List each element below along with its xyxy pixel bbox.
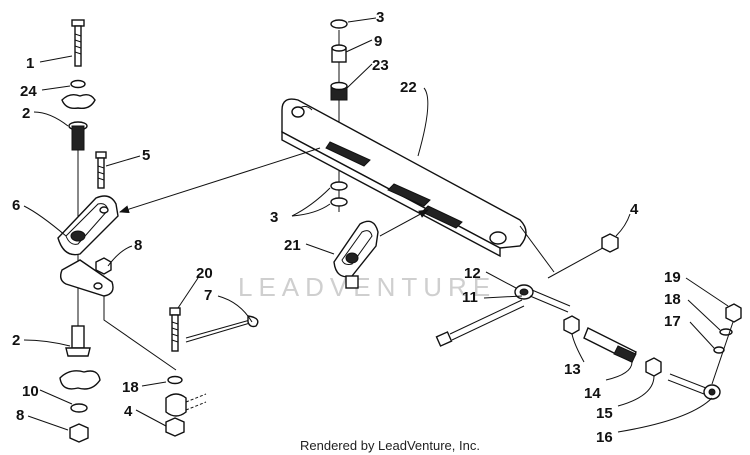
callout-9[interactable]: 9 [374, 33, 382, 50]
bolt-part-1[interactable] [71, 19, 85, 67]
spacer-part-9[interactable] [331, 44, 347, 63]
callout-6[interactable]: 6 [12, 197, 20, 214]
rubber-pad-top[interactable] [61, 93, 96, 110]
callout-3-lower[interactable]: 3 [270, 209, 278, 226]
mount-bracket-part-6[interactable] [57, 195, 119, 256]
leader-lines [23, 17, 729, 433]
adjuster-sleeve-part-14[interactable] [583, 327, 637, 363]
callout-3-top[interactable]: 3 [376, 9, 384, 26]
callout-14[interactable]: 14 [584, 385, 601, 402]
nut-part-8-lower[interactable] [69, 423, 89, 443]
rubber-pad-bottom[interactable] [59, 370, 101, 390]
callout-10[interactable]: 10 [22, 383, 39, 400]
jam-nut-part-13[interactable] [563, 315, 580, 335]
bolt-part-5[interactable] [95, 151, 107, 189]
callout-8-upper[interactable]: 8 [134, 237, 142, 254]
rail-assembly [119, 19, 527, 289]
callout-19[interactable]: 19 [664, 269, 681, 286]
callout-8-lower[interactable]: 8 [16, 407, 24, 424]
rod-end-part-12[interactable] [514, 284, 571, 313]
center-left-hardware [103, 296, 259, 437]
callout-24[interactable]: 24 [20, 83, 37, 100]
callout-7[interactable]: 7 [204, 287, 212, 304]
callout-13[interactable]: 13 [564, 361, 581, 378]
jam-nut-part-15[interactable] [645, 357, 662, 377]
bushing-part-2-bottom[interactable] [65, 325, 91, 357]
mount-bracket-part-21[interactable] [333, 220, 379, 289]
bracket-plate[interactable] [59, 259, 114, 297]
watermark-text: LEADVENTURE [238, 272, 496, 302]
callout-4-left[interactable]: 4 [124, 403, 133, 420]
callout-15[interactable]: 15 [596, 405, 613, 422]
callout-11[interactable]: 11 [462, 289, 478, 306]
callout-4-right[interactable]: 4 [630, 201, 639, 218]
nut-part-8-upper[interactable] [95, 257, 112, 275]
nut-part-19[interactable] [725, 303, 742, 323]
callout-2-bottom[interactable]: 2 [12, 332, 20, 349]
washer-part-24[interactable] [70, 79, 86, 89]
callout-22[interactable]: 22 [400, 79, 417, 96]
callout-16[interactable]: 16 [596, 429, 613, 446]
callout-5[interactable]: 5 [142, 147, 150, 164]
callout-2-top[interactable]: 2 [22, 105, 30, 122]
callout-18-left[interactable]: 18 [122, 379, 139, 396]
spacer-part-23[interactable] [330, 81, 348, 101]
bushing-part-2-top[interactable] [68, 121, 88, 151]
callout-20[interactable]: 20 [196, 265, 213, 282]
bolt-part-11[interactable] [435, 299, 525, 347]
slide-rail-part-22[interactable] [281, 98, 527, 258]
callout-21[interactable]: 21 [284, 237, 301, 254]
rod-end-part-16[interactable] [667, 373, 721, 400]
washer-part-10[interactable] [70, 403, 88, 413]
callout-18-right[interactable]: 18 [664, 291, 681, 308]
nut-part-4-right[interactable] [601, 233, 619, 253]
callout-1[interactable]: 1 [26, 55, 34, 72]
callout-labels: 1 24 2 5 6 8 2 10 8 20 7 18 4 3 9 23 22 … [12, 9, 681, 446]
bolt-part-20[interactable] [169, 307, 181, 352]
washer-part-18-left[interactable] [167, 375, 183, 385]
nut-part-4-left[interactable] [165, 417, 185, 437]
left-mount-assembly [57, 19, 119, 443]
footer-credit: Rendered by LeadVenture, Inc. [300, 438, 480, 453]
washer-part-3-low[interactable] [330, 197, 348, 207]
tie-rod-assembly [435, 225, 742, 400]
callout-17[interactable]: 17 [664, 313, 681, 330]
washer-part-3-mid[interactable] [330, 181, 348, 191]
rod-end-fragment[interactable] [165, 393, 207, 417]
cotter-pin-part-7[interactable] [185, 315, 259, 343]
washer-part-3-top[interactable] [330, 19, 348, 29]
callout-12[interactable]: 12 [464, 265, 481, 282]
callout-23[interactable]: 23 [372, 57, 389, 74]
